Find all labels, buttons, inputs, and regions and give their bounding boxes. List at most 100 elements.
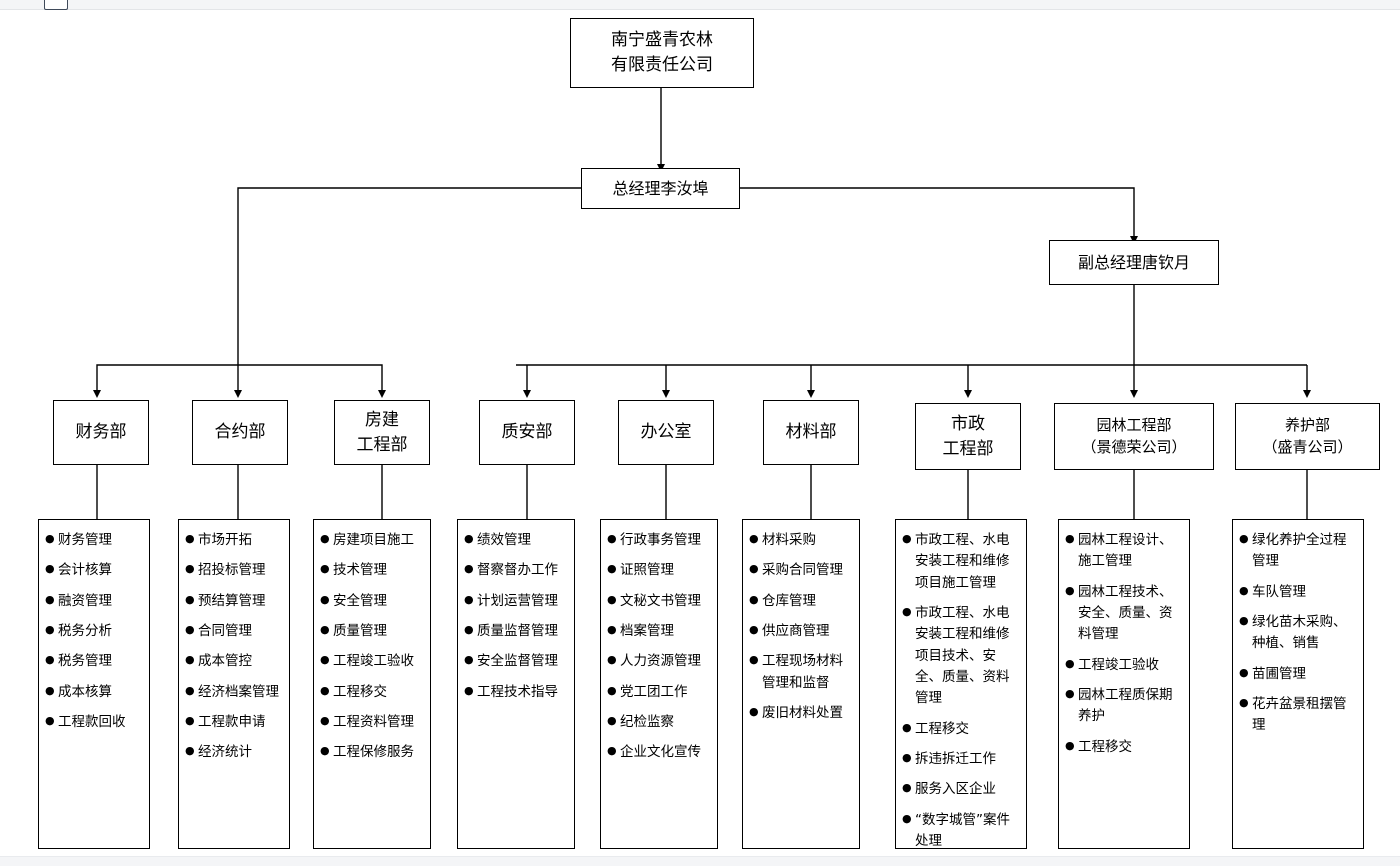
duty-item-label: 材料采购 bbox=[762, 532, 816, 548]
duty-item: ●仓库管理 bbox=[749, 591, 853, 612]
duty-item: ●绩效管理 bbox=[464, 530, 568, 551]
duty-item-label: 市场开拓 bbox=[198, 532, 252, 548]
bullet-icon: ● bbox=[1239, 532, 1249, 545]
bullet-icon: ● bbox=[607, 592, 617, 606]
duty-list-quality-safety[interactable]: ●绩效管理●督察督办工作●计划运营管理●质量监督管理●安全监督管理●工程技术指导 bbox=[457, 519, 575, 849]
duty-item: ●纪检监察 bbox=[607, 712, 711, 733]
dept-box-quality-safety[interactable]: 质安部 bbox=[479, 400, 575, 465]
bullet-icon: ● bbox=[320, 562, 330, 576]
duty-list-landscape-engineering[interactable]: ●园林工程设计、施工管理●园林工程技术、安全、质量、资料管理●工程竣工验收●园林… bbox=[1058, 519, 1190, 849]
bullet-icon: ● bbox=[464, 622, 474, 636]
bullet-icon: ● bbox=[902, 781, 912, 795]
duty-item-label: 工程竣工验收 bbox=[1078, 656, 1159, 673]
dept-title-line: 财务部 bbox=[75, 422, 127, 443]
gm-label: 总经理李汝埠 bbox=[612, 178, 709, 198]
duty-list-office[interactable]: ●行政事务管理●证照管理●文秘文书管理●档案管理●人力资源管理●党工团工作●纪检… bbox=[600, 519, 718, 849]
dept-box-contract[interactable]: 合约部 bbox=[192, 400, 288, 465]
bullet-icon: ● bbox=[902, 720, 912, 734]
dept-box-building-engineering[interactable]: 房建 工程部 bbox=[334, 400, 430, 465]
dept-box-finance[interactable]: 财务部 bbox=[53, 400, 149, 465]
duty-item-label: 质量监督管理 bbox=[477, 622, 558, 639]
duty-item-label: 废旧材料处置 bbox=[762, 704, 843, 721]
bullet-icon: ● bbox=[607, 562, 617, 576]
bullet-icon: ● bbox=[607, 622, 617, 636]
duty-item: ●工程移交 bbox=[320, 682, 424, 703]
bullet-icon: ● bbox=[320, 683, 330, 697]
duty-item: ●废旧材料处置 bbox=[749, 703, 853, 724]
duty-list-finance[interactable]: ●财务管理●会计核算●融资管理●税务分析●税务管理●成本核算●工程款回收 bbox=[38, 519, 150, 849]
bullet-icon: ● bbox=[185, 622, 195, 636]
bullet-icon: ● bbox=[902, 604, 912, 618]
company-line-1: 南宁盛青农林 bbox=[611, 30, 713, 51]
node-general-manager[interactable]: 总经理李汝埠 bbox=[581, 168, 740, 209]
duty-item: ●招投标管理 bbox=[185, 560, 283, 581]
bullet-icon: ● bbox=[45, 532, 55, 545]
duty-list: ●材料采购●采购合同管理●仓库管理●供应商管理●工程现场材料管理和监督●废旧材料… bbox=[749, 530, 853, 724]
bullet-icon: ● bbox=[45, 713, 55, 727]
duty-item-label: 工程保修服务 bbox=[333, 744, 414, 761]
duty-item: ●财务管理 bbox=[45, 530, 143, 551]
duty-item: ●税务分析 bbox=[45, 621, 143, 642]
duty-item-label: 质量管理 bbox=[333, 622, 387, 639]
duty-item: ●人力资源管理 bbox=[607, 651, 711, 672]
dept-title-line: 合约部 bbox=[214, 422, 266, 443]
dept-title-line: （盛青公司） bbox=[1262, 437, 1353, 456]
dept-box-landscape-engineering[interactable]: 园林工程部 （景德荣公司） bbox=[1054, 403, 1214, 470]
bullet-icon: ● bbox=[902, 750, 912, 764]
node-company[interactable]: 南宁盛青农林 有限责任公司 bbox=[570, 18, 754, 88]
duty-item-label: 园林工程质保期养护 bbox=[1078, 686, 1173, 725]
node-vice-general-manager[interactable]: 副总经理唐钦月 bbox=[1049, 240, 1219, 285]
dept-box-maintenance[interactable]: 养护部 （盛青公司） bbox=[1235, 403, 1380, 470]
duty-list-materials[interactable]: ●材料采购●采购合同管理●仓库管理●供应商管理●工程现场材料管理和监督●废旧材料… bbox=[742, 519, 860, 849]
duty-list-building-engineering[interactable]: ●房建项目施工●技术管理●安全管理●质量管理●工程竣工验收●工程移交●工程资料管… bbox=[313, 519, 431, 849]
browser-tab-fragment[interactable] bbox=[44, 0, 68, 10]
duty-item-label: “数字城管”案件处理 bbox=[915, 811, 1010, 849]
bullet-icon: ● bbox=[749, 532, 759, 545]
dept-title-line: 材料部 bbox=[785, 422, 837, 443]
duty-list: ●市场开拓●招投标管理●预结算管理●合同管理●成本管控●经济档案管理●工程款申请… bbox=[185, 530, 283, 764]
duty-item: ●市政工程、水电安装工程和维修项目施工管理 bbox=[902, 530, 1020, 594]
bullet-icon: ● bbox=[749, 562, 759, 576]
bullet-icon: ● bbox=[320, 592, 330, 606]
duty-list-municipal-engineering[interactable]: ●市政工程、水电安装工程和维修项目施工管理●市政工程、水电安装工程和维修项目技术… bbox=[895, 519, 1027, 849]
duty-item: ●车队管理 bbox=[1239, 582, 1357, 603]
duty-item-label: 文秘文书管理 bbox=[620, 592, 701, 609]
duty-item: ●经济档案管理 bbox=[185, 682, 283, 703]
duty-item-label: 人力资源管理 bbox=[620, 653, 701, 670]
duty-item: ●工程保修服务 bbox=[320, 742, 424, 763]
bullet-icon: ● bbox=[45, 653, 55, 667]
duty-item-label: 招投标管理 bbox=[198, 562, 266, 579]
duty-item-label: 行政事务管理 bbox=[620, 532, 701, 548]
duty-list: ●行政事务管理●证照管理●文秘文书管理●档案管理●人力资源管理●党工团工作●纪检… bbox=[607, 530, 711, 764]
duty-item: ●绿化养护全过程管理 bbox=[1239, 530, 1357, 573]
duty-item: ●融资管理 bbox=[45, 591, 143, 612]
bullet-icon: ● bbox=[1239, 695, 1249, 709]
duty-list-maintenance[interactable]: ●绿化养护全过程管理●车队管理●绿化苗木采购、种植、销售●苗圃管理●花卉盆景租摆… bbox=[1232, 519, 1364, 849]
bullet-icon: ● bbox=[1239, 665, 1249, 679]
bullet-icon: ● bbox=[464, 683, 474, 697]
dept-box-office[interactable]: 办公室 bbox=[618, 400, 714, 465]
duty-item-label: 合同管理 bbox=[198, 622, 252, 639]
duty-item: ●安全管理 bbox=[320, 591, 424, 612]
dept-box-municipal-engineering[interactable]: 市政 工程部 bbox=[915, 403, 1021, 470]
bullet-icon: ● bbox=[1065, 656, 1075, 670]
bullet-icon: ● bbox=[464, 653, 474, 667]
duty-item-label: 成本核算 bbox=[58, 683, 112, 700]
duty-item-label: 证照管理 bbox=[620, 562, 674, 579]
duty-list: ●房建项目施工●技术管理●安全管理●质量管理●工程竣工验收●工程移交●工程资料管… bbox=[320, 530, 424, 764]
dept-box-materials[interactable]: 材料部 bbox=[763, 400, 859, 465]
duty-list-contract[interactable]: ●市场开拓●招投标管理●预结算管理●合同管理●成本管控●经济档案管理●工程款申请… bbox=[178, 519, 290, 849]
bullet-icon: ● bbox=[464, 532, 474, 545]
bullet-icon: ● bbox=[607, 744, 617, 758]
dept-title-line: 工程部 bbox=[356, 434, 408, 455]
duty-item: ●文秘文书管理 bbox=[607, 591, 711, 612]
duty-item-label: 仓库管理 bbox=[762, 592, 816, 609]
duty-item-label: 技术管理 bbox=[333, 562, 387, 579]
duty-item: ●工程移交 bbox=[1065, 737, 1183, 758]
duty-item: ●工程款申请 bbox=[185, 712, 283, 733]
duty-item-label: 工程现场材料管理和监督 bbox=[762, 653, 843, 691]
duty-item: ●房建项目施工 bbox=[320, 530, 424, 551]
bullet-icon: ● bbox=[320, 744, 330, 758]
duty-item-label: 会计核算 bbox=[58, 562, 112, 579]
